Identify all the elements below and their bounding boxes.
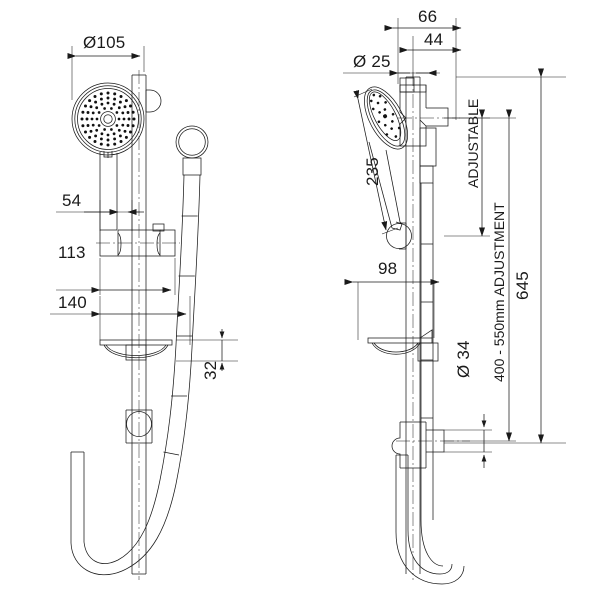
dimension-113 <box>56 258 176 295</box>
dimension-235 <box>353 88 399 235</box>
label-44: 44 <box>424 30 443 49</box>
dimension-44 <box>399 36 462 78</box>
front-shower-nozzles <box>80 91 136 147</box>
label-66: 66 <box>418 7 437 26</box>
label-adjustable: ADJUSTABLE <box>465 99 481 188</box>
label-adjustment-range: 400 - 550mm ADJUSTMENT <box>491 202 507 382</box>
side-upper-bracket <box>398 77 460 147</box>
label-140: 140 <box>58 293 87 312</box>
label-dia-25: Ø 25 <box>353 52 391 71</box>
label-98: 98 <box>378 259 397 278</box>
dimension-dia-105 <box>67 46 145 100</box>
front-bracket-body <box>96 223 180 257</box>
label-dia-34: Ø 34 <box>454 340 473 378</box>
front-slide-rail <box>131 70 147 580</box>
dimension-98 <box>344 279 440 340</box>
dimension-adjustment-range <box>444 109 516 442</box>
label-54: 54 <box>62 191 81 210</box>
dimension-54 <box>56 200 144 231</box>
side-view-dimensions <box>343 18 566 468</box>
front-lower-bracket <box>125 409 153 444</box>
label-235: 235 <box>363 157 382 186</box>
front-soap-dish <box>99 339 173 361</box>
front-hose <box>70 125 209 576</box>
label-113: 113 <box>58 243 86 262</box>
front-view-geometry <box>71 70 162 580</box>
side-soap-dish <box>367 329 439 362</box>
dimension-32 <box>176 329 238 371</box>
side-lower-bracket <box>391 421 470 469</box>
dimension-labels: Ø105 54 113 140 32 66 44 Ø 25 235 98 Ø 3… <box>58 7 532 382</box>
label-32: 32 <box>201 361 220 380</box>
front-upper-bracket <box>145 89 162 113</box>
label-dia-105: Ø105 <box>83 33 125 52</box>
side-hose <box>395 127 465 585</box>
side-shower-head <box>364 86 408 231</box>
label-645: 645 <box>513 271 532 300</box>
front-shower-handle <box>99 151 118 231</box>
front-view-dimensions <box>50 46 238 371</box>
dimension-140 <box>50 296 191 345</box>
side-view-geometry <box>364 72 470 585</box>
dimension-645 <box>444 68 566 444</box>
side-handset-holder <box>386 222 412 250</box>
